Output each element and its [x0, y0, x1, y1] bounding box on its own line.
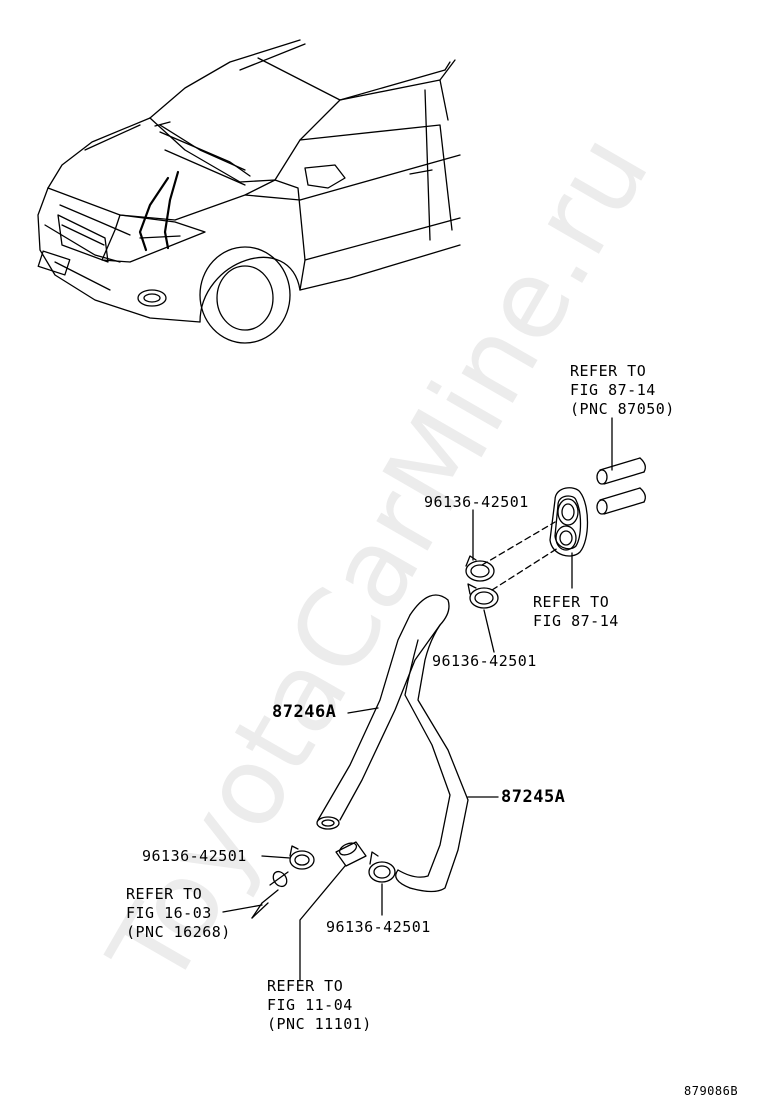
- part-number-clamp-top: 96136-42501: [424, 493, 529, 511]
- leader-clamp-left: [261, 855, 291, 859]
- clamp-lower: [467, 583, 499, 609]
- clamp-upper: [465, 555, 495, 582]
- leader-clamp-mid: [483, 609, 495, 653]
- refer-bottom-line1: REFER TO: [267, 977, 344, 995]
- dashed-line-upper: [481, 521, 556, 566]
- hose-87246a: [316, 594, 450, 830]
- car-illustration: [37, 39, 461, 344]
- leader-refer-bottom: [299, 865, 346, 981]
- heater-unit-pipe: [251, 870, 289, 919]
- refer-left-line2: FIG 16-03: [126, 904, 212, 922]
- part-number-clamp-left: 96136-42501: [142, 847, 247, 865]
- refer-top-line2: FIG 87-14: [570, 381, 656, 399]
- heater-pipe-ends: [596, 457, 646, 515]
- part-number-clamp-mid: 96136-42501: [432, 652, 537, 670]
- leader-refer-left: [222, 904, 263, 913]
- refer-grommet-line1: REFER TO: [533, 593, 610, 611]
- refer-top-line1: REFER TO: [570, 362, 647, 380]
- refer-top-line3: (PNC 87050): [570, 400, 675, 418]
- refer-grommet-line2: FIG 87-14: [533, 612, 619, 630]
- refer-left-line3: (PNC 16268): [126, 923, 231, 941]
- dashed-line-lower: [491, 547, 559, 591]
- clamp-bottom: [368, 851, 396, 883]
- engine-pipe-fitting: [335, 841, 367, 867]
- leader-87246a: [347, 707, 379, 714]
- hose-87245a: [395, 624, 469, 893]
- refer-left-line1: REFER TO: [126, 885, 203, 903]
- clamp-left: [289, 845, 315, 870]
- figure-id: 879086B: [684, 1084, 739, 1098]
- grommet: [549, 487, 589, 557]
- refer-bottom-line2: FIG 11-04: [267, 996, 353, 1014]
- part-number-clamp-bottom: 96136-42501: [326, 918, 431, 936]
- part-number-hose-87246a: 87246A: [272, 702, 337, 722]
- part-number-hose-87245a: 87245A: [501, 787, 566, 807]
- refer-bottom-line3: (PNC 11101): [267, 1015, 372, 1033]
